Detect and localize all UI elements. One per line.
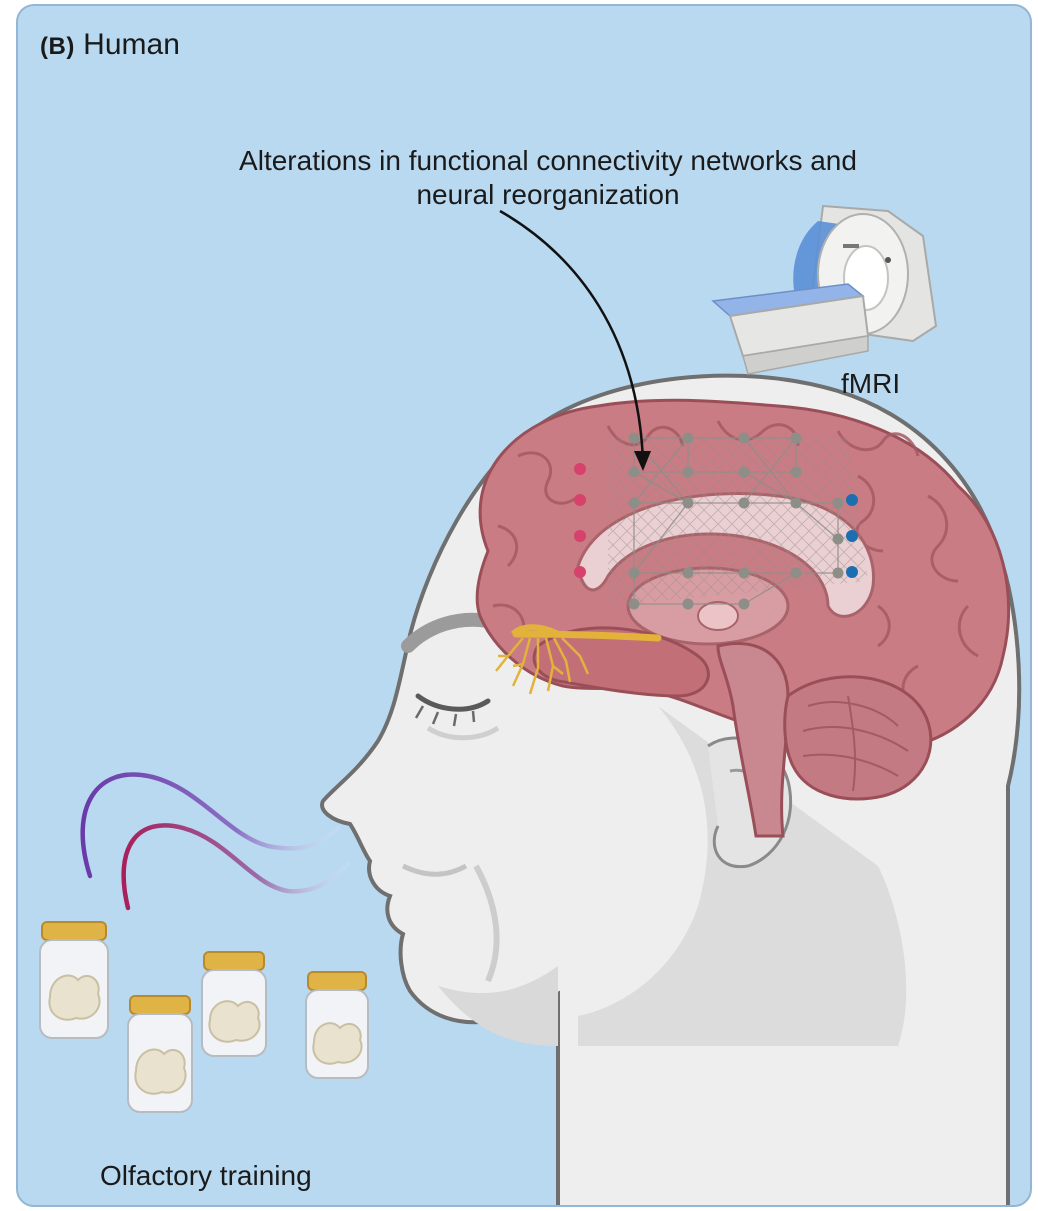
annotation-line-1: Alterations in functional connectivity n…: [78, 144, 1018, 178]
panel-title: Human: [83, 28, 180, 61]
fmri-label: fMRI: [841, 368, 900, 400]
panel-letter: (B): [40, 33, 75, 60]
odor-jar-icon: [40, 922, 108, 1038]
odor-jar-icon: [306, 972, 368, 1078]
olfactory-training-label: Olfactory training: [100, 1160, 312, 1192]
annotation-line-2: neural reorganization: [78, 178, 1018, 212]
mri-scanner-icon: [713, 206, 936, 374]
odor-jar-icon: [128, 996, 192, 1112]
odor-jar-icon: [202, 952, 266, 1056]
figure-panel: (B) Human Alterations in functional conn…: [16, 4, 1032, 1207]
scent-wave-icon: [83, 774, 348, 908]
panel-label: (B) Human: [40, 28, 180, 62]
connectivity-annotation: Alterations in functional connectivity n…: [78, 144, 1018, 212]
odor-jars: [40, 922, 368, 1112]
